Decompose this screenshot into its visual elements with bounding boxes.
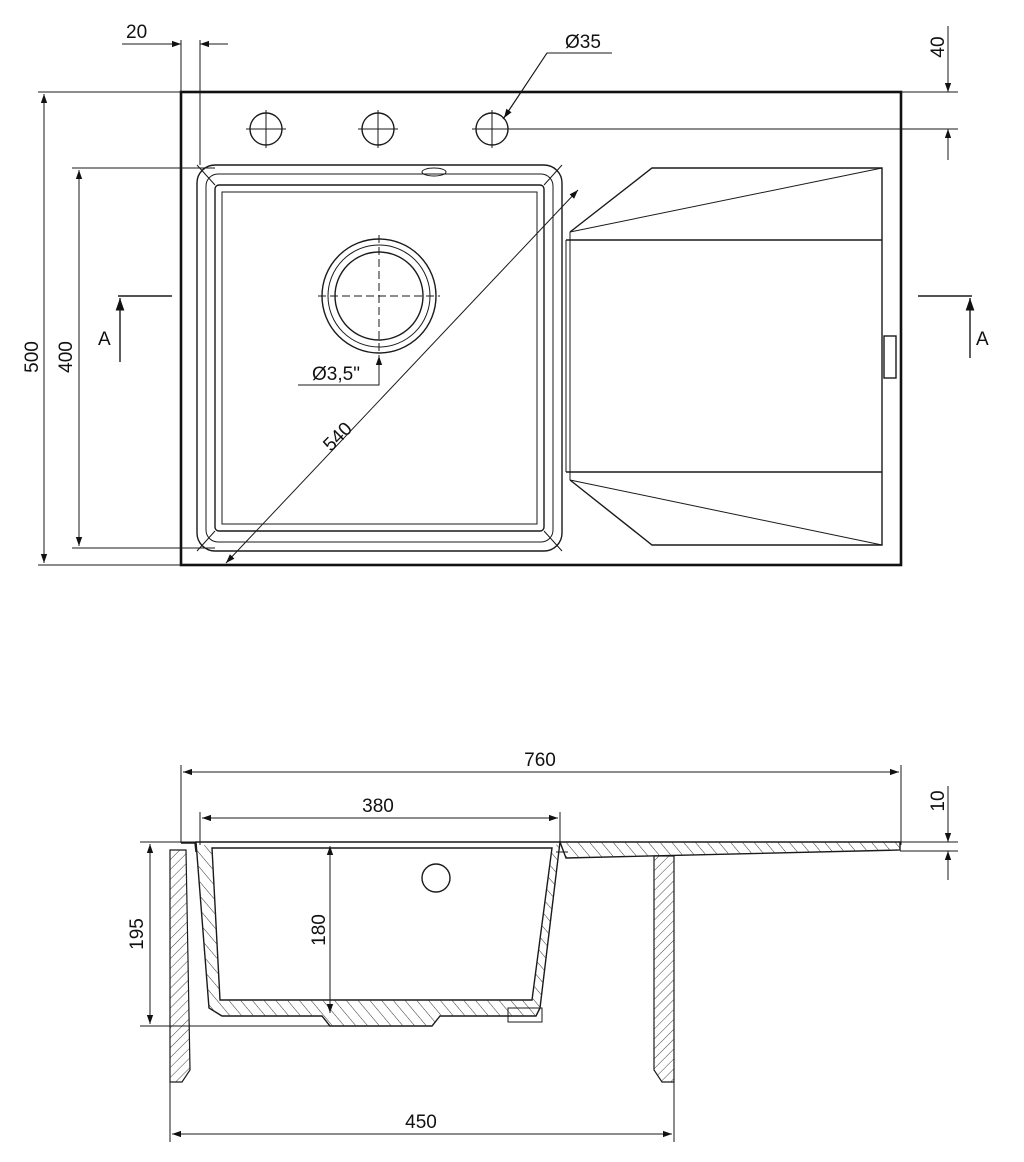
dim-400-label: 400 [56, 341, 77, 373]
sink-section-inner [211, 847, 553, 1001]
dim-450-label: 450 [405, 1112, 437, 1133]
dim-10-label: 10 [928, 790, 949, 811]
overflow-hole [421, 863, 451, 893]
section-view: 760 380 10 195 180 450 [127, 750, 958, 1142]
dim-380-label: 380 [362, 796, 394, 817]
dim-20-label: 20 [126, 22, 147, 43]
cabinet-wall-left [169, 849, 191, 1083]
diagonal-dimension-line [225, 189, 579, 564]
tap-hole-3 [472, 110, 512, 148]
tap-hole-2 [358, 110, 398, 148]
dim-760-label: 760 [524, 750, 556, 771]
drain [318, 235, 440, 357]
drainer [565, 167, 897, 546]
dim-195-label: 195 [127, 918, 148, 950]
section-a-left: A [98, 329, 111, 350]
tap-hole-1 [246, 110, 286, 148]
drainer-clip [883, 335, 897, 379]
section-a-right: A [976, 329, 989, 350]
sink-outline [179, 90, 903, 567]
cabinet-wall-right [653, 855, 675, 1083]
dim-180-label: 180 [309, 914, 330, 946]
overflow-icon [421, 167, 447, 177]
dim-drain-label: Ø3,5" [312, 364, 360, 385]
top-view: 540 Ø3,5" 20 Ø35 40 500 400 [22, 22, 989, 567]
dim-diagonal-label: 540 [319, 418, 356, 455]
dim-40-label: 40 [928, 36, 949, 57]
dim-500-label: 500 [22, 341, 43, 373]
sink-section-outer [195, 841, 561, 1027]
dim-hole-label: Ø35 [565, 32, 601, 53]
